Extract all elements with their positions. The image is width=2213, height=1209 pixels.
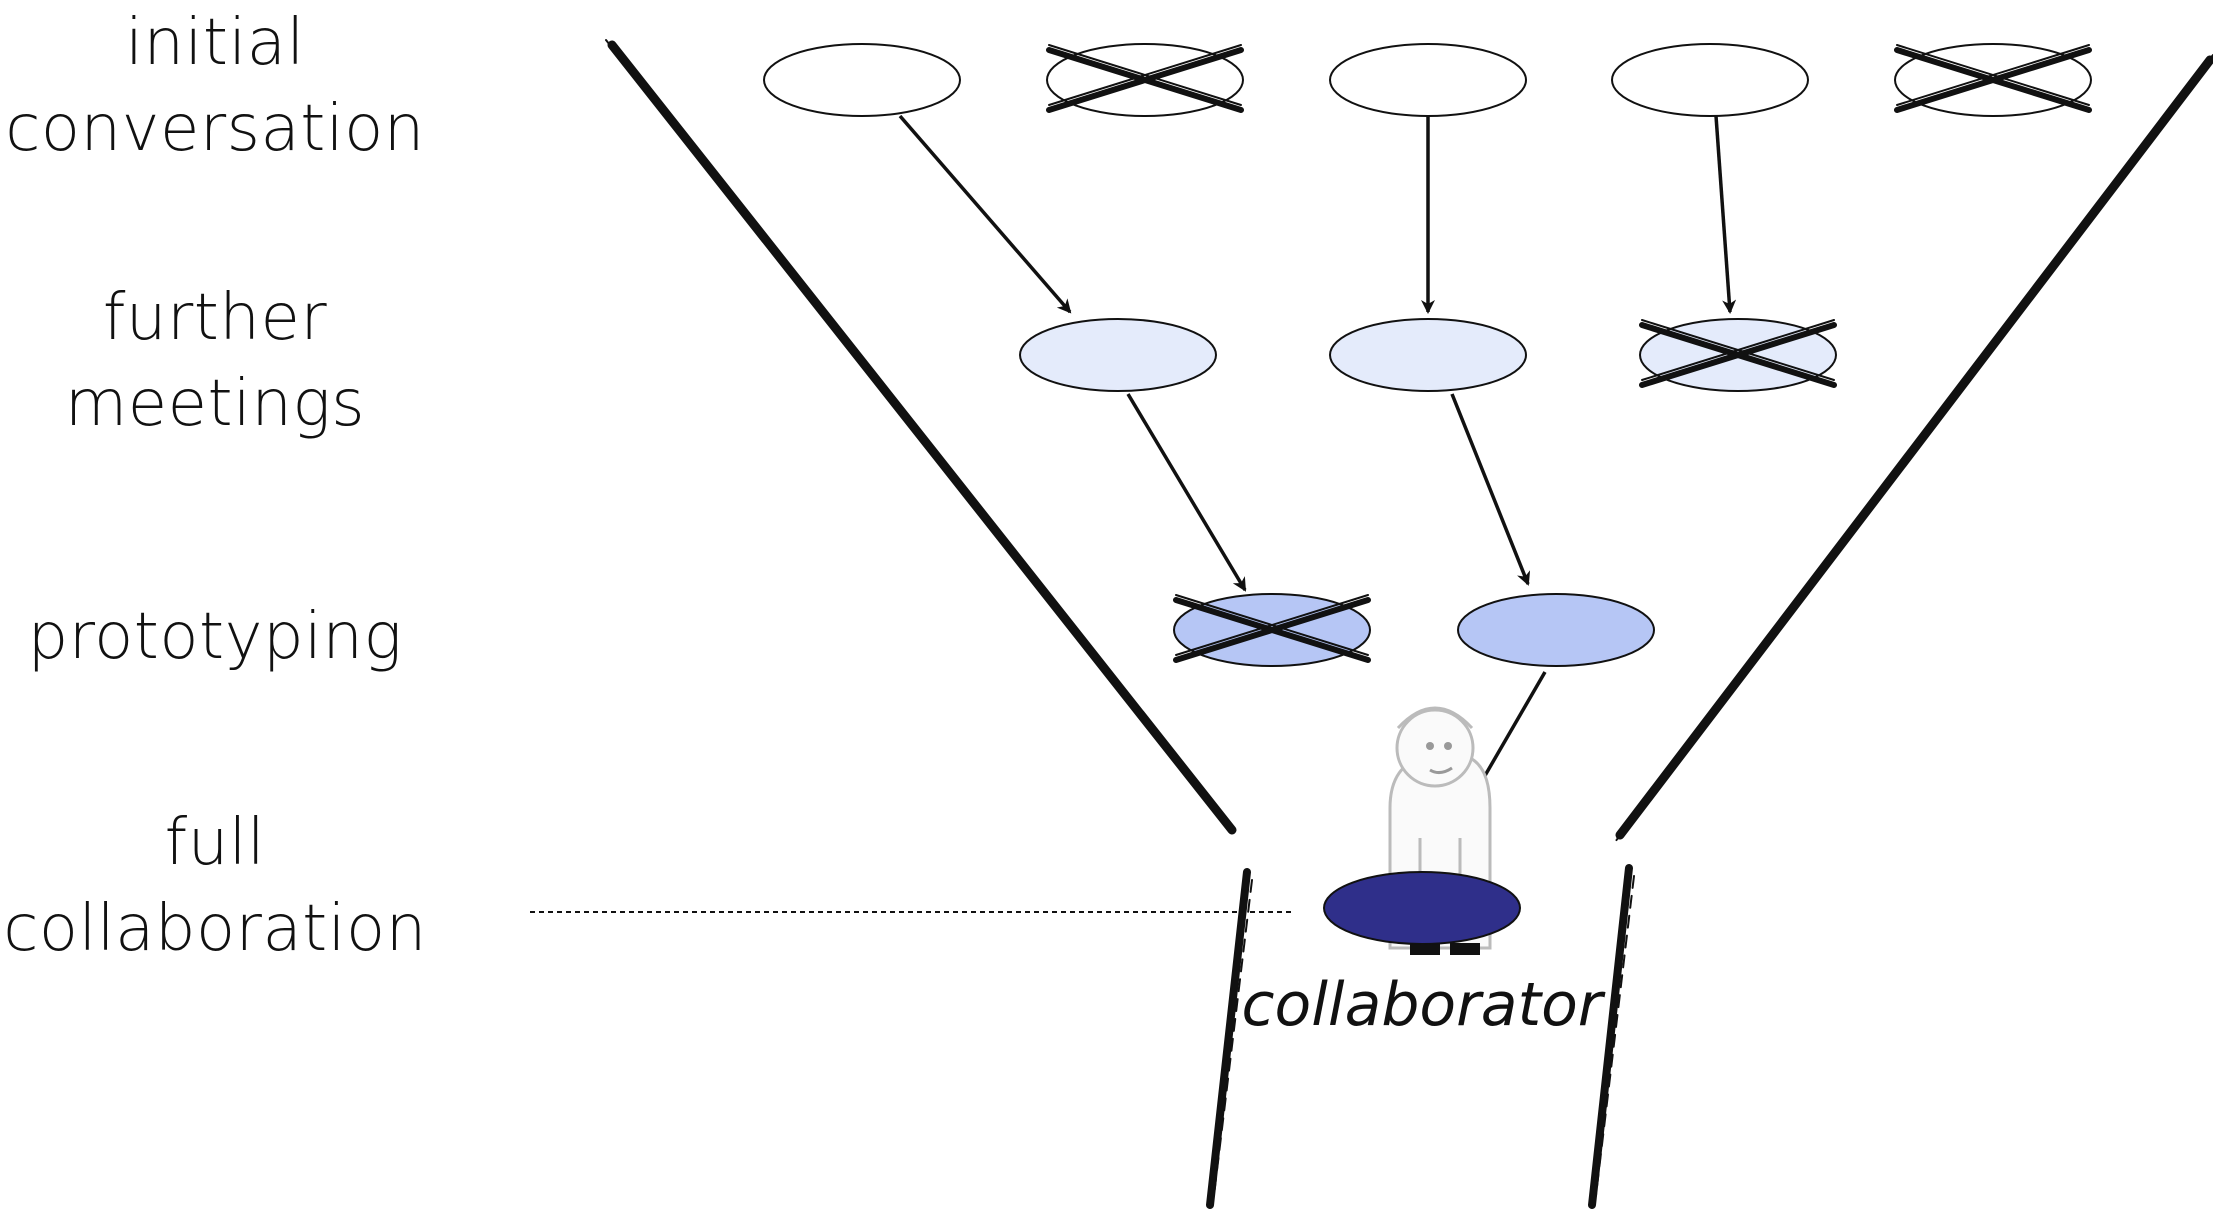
rejected-x-icon — [1894, 44, 2092, 113]
stage-label-full-collaboration: full collaboration — [0, 800, 435, 972]
rejected-x-icon — [1173, 594, 1371, 663]
funnel-right-wall — [1614, 54, 2213, 843]
node-further-f1 — [1019, 318, 1217, 392]
edges-layer — [898, 114, 1737, 799]
edge-i1-to-f1 — [898, 114, 1072, 314]
node-prototyping-p2 — [1457, 593, 1655, 667]
edge-i4-to-f3 — [1714, 115, 1737, 314]
funnel-left-spout — [1206, 868, 1253, 1209]
stage-label-line: prototyping — [27, 600, 403, 674]
stage-label-further-meetings: further meetings — [0, 275, 435, 447]
rejected-x-icon — [1639, 319, 1837, 388]
node-initial-i3 — [1329, 43, 1527, 117]
nodes-layer — [763, 43, 2092, 945]
stage-label-line: collaboration — [3, 892, 427, 966]
stage-label-line: initial — [125, 6, 305, 80]
node-initial-i1 — [763, 43, 961, 117]
edge-f1-to-p1 — [1126, 393, 1247, 592]
stage-label-prototyping: prototyping — [0, 594, 435, 680]
stage-label-initial-conversation: initial conversation — [0, 0, 435, 172]
stage-label-line: conversation — [5, 92, 425, 166]
rejected-x-icon — [1046, 44, 1244, 113]
funnel-left-wall — [605, 39, 1237, 839]
stage-label-line: meetings — [64, 367, 366, 441]
stage-label-line: full — [164, 806, 266, 880]
collaborator-label: collaborator — [1242, 970, 1606, 1040]
node-further-f2 — [1329, 318, 1527, 392]
node-full-c1 — [1323, 871, 1521, 945]
funnel-right-spout — [1588, 864, 1635, 1209]
node-initial-i4 — [1611, 43, 1809, 117]
stage-label-line: further — [102, 281, 328, 355]
edge-f2-to-p2 — [1450, 393, 1531, 586]
